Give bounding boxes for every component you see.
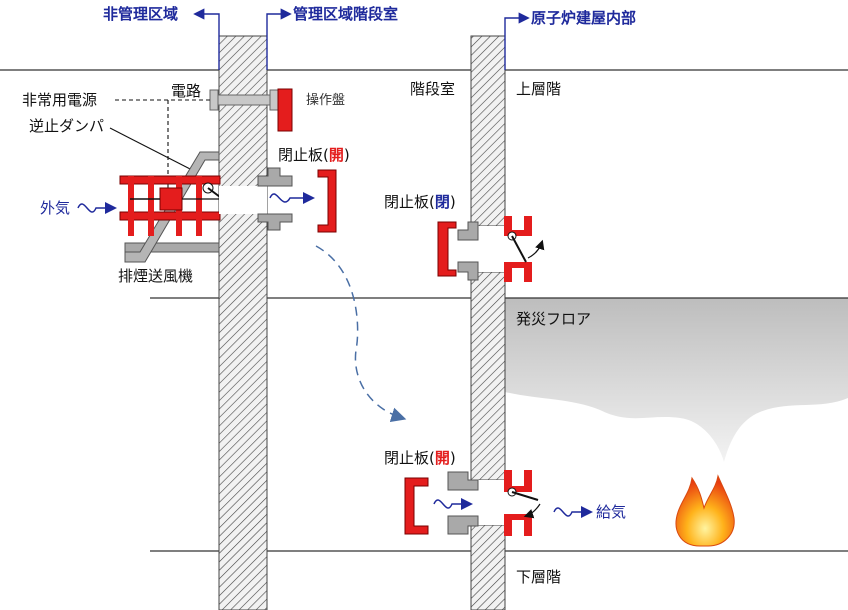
label-control-panel: 操作盤: [306, 92, 345, 108]
label-upper-floor: 上層階: [516, 80, 561, 98]
lower-duct: [404, 470, 593, 536]
label-lower-floor: 下層階: [516, 568, 561, 586]
fire-icon: [675, 474, 735, 547]
label-supply-air: 給気: [596, 503, 626, 521]
middle-duct: [437, 216, 545, 282]
control-panel-assembly: [209, 88, 293, 132]
label-outside-air: 外気: [40, 199, 70, 217]
smoke-exhaust-fan: [119, 151, 233, 263]
label-closure-plate-middle: 閉止板(閉): [384, 193, 456, 211]
wall-right-middle: [470, 271, 506, 481]
label-closure-plate-bottom: 閉止板(開): [384, 449, 456, 467]
label-check-damper: 逆止ダンパ: [29, 117, 104, 135]
label-controlled-area-stairwell: 管理区域階段室: [293, 5, 398, 23]
control-panel-box: [277, 88, 293, 132]
label-non-controlled-area: 非管理区域: [103, 5, 178, 23]
label-reactor-building-interior: 原子炉建屋内部: [531, 9, 636, 27]
zone-markers: [193, 8, 530, 70]
fire-floor-smoke: [505, 298, 848, 462]
top-duct: [77, 167, 337, 233]
label-fire-floor: 発災フロア: [516, 310, 591, 328]
check-damper-leader: [109, 127, 198, 174]
label-stairwell: 階段室: [410, 80, 455, 98]
emergency-power-dashes: [115, 99, 212, 200]
closure-plate-top-shape: [317, 169, 337, 233]
wall-right-upper: [470, 35, 506, 227]
label-smoke-exhaust-fan: 排煙送風機: [118, 267, 193, 285]
label-electric-circuit: 電路: [171, 82, 201, 100]
label-emergency-power: 非常用電源: [22, 91, 97, 109]
wall-right-lower: [470, 524, 506, 610]
wall-left: [218, 35, 268, 610]
airflow-path-arrow: [315, 245, 407, 423]
label-closure-plate-top: 閉止板(開): [278, 146, 350, 164]
